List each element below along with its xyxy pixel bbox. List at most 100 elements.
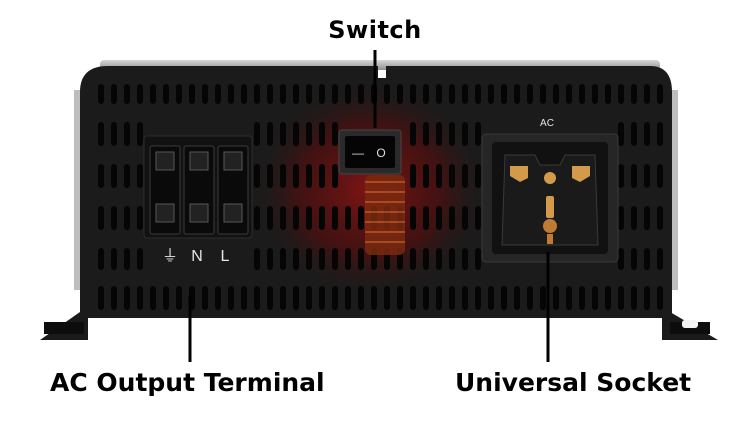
vent-slot [657, 122, 663, 146]
vent-slot [267, 206, 273, 230]
vent-slot [657, 206, 663, 230]
terminal-screw [189, 203, 209, 223]
vent-slot [436, 84, 442, 104]
vent-slot [449, 122, 455, 146]
vent-slot [150, 286, 156, 310]
vent-slot [397, 286, 403, 310]
vent-slot [644, 122, 650, 146]
vent-slot [98, 206, 104, 230]
vent-slot [631, 122, 637, 146]
vent-slot [202, 286, 208, 310]
vent-slot [631, 84, 637, 104]
vent-slot [111, 164, 117, 188]
vent-slot [319, 286, 325, 310]
power-rocker-switch[interactable]: — O [338, 129, 402, 175]
vent-slot [501, 84, 507, 104]
vent-slot [306, 84, 312, 104]
vent-slot [163, 286, 169, 310]
vent-slot [241, 84, 247, 104]
terminal-screw [155, 151, 175, 171]
vent-slot [124, 164, 130, 188]
vent-slot [384, 84, 390, 104]
vent-slot [436, 206, 442, 230]
vent-slot [254, 122, 260, 146]
vent-slot [332, 84, 338, 104]
vent-slot [254, 84, 260, 104]
vent-slot [306, 122, 312, 146]
vent-slot [657, 248, 663, 270]
vent-slot [280, 164, 286, 188]
vent-slot [358, 84, 364, 104]
vent-slot [410, 122, 416, 146]
vent-slot [618, 84, 624, 104]
vent-slot [124, 206, 130, 230]
vent-slot [631, 286, 637, 310]
vent-slot [345, 248, 351, 270]
vent-slot [540, 84, 546, 104]
vent-slot [306, 286, 312, 310]
vent-slot [540, 286, 546, 310]
vent-slot [202, 84, 208, 104]
vent-slot [462, 84, 468, 104]
vent-slot [462, 248, 468, 270]
vent-slot [592, 84, 598, 104]
vent-slot [605, 286, 611, 310]
vent-slot [319, 206, 325, 230]
vent-slot [319, 122, 325, 146]
vent-slot [228, 84, 234, 104]
vent-slot [332, 164, 338, 188]
vent-slot [189, 84, 195, 104]
terminal-screw [223, 151, 243, 171]
vent-slot [137, 84, 143, 104]
vent-slot [488, 286, 494, 310]
vent-slot [410, 206, 416, 230]
vent-slot [475, 248, 481, 270]
vent-slot [436, 122, 442, 146]
vent-slot [644, 84, 650, 104]
vent-slot [332, 122, 338, 146]
vent-slot [605, 84, 611, 104]
vent-slot [267, 164, 273, 188]
vent-slot [410, 84, 416, 104]
vent-slot [98, 164, 104, 188]
vent-slot [332, 286, 338, 310]
vent-slot [332, 206, 338, 230]
vent-slot [150, 84, 156, 104]
vent-slot [137, 164, 143, 188]
vent-slot [319, 248, 325, 270]
vent-slot [618, 206, 624, 230]
vent-slot [358, 248, 364, 270]
vent-slot [618, 122, 624, 146]
vent-slot [241, 286, 247, 310]
vent-slot [566, 84, 572, 104]
vent-slot [423, 206, 429, 230]
vent-slot [215, 84, 221, 104]
vent-slot [423, 122, 429, 146]
vent-slot [306, 206, 312, 230]
vent-slot [215, 286, 221, 310]
vent-slot [644, 206, 650, 230]
vent-slot [345, 206, 351, 230]
vent-slot [111, 206, 117, 230]
socket-ac-label: AC [540, 118, 554, 129]
vent-slot [579, 286, 585, 310]
vent-slot [488, 84, 494, 104]
ac-output-terminal-block [143, 135, 253, 239]
switch-callout: Switch [328, 16, 422, 44]
vent-slot [514, 286, 520, 310]
vent-slot [527, 84, 533, 104]
switch-off-symbol: O [376, 146, 385, 160]
vent-slot [462, 206, 468, 230]
vent-slot [176, 84, 182, 104]
universal-socket-callout: Universal Socket [455, 368, 692, 397]
vent-slot [657, 286, 663, 310]
vent-slot [137, 286, 143, 310]
vent-slot [254, 248, 260, 270]
vent-slot [423, 286, 429, 310]
vent-slot [267, 286, 273, 310]
universal-ac-socket[interactable] [481, 133, 619, 263]
vent-slot [618, 286, 624, 310]
vent-slot [475, 122, 481, 146]
